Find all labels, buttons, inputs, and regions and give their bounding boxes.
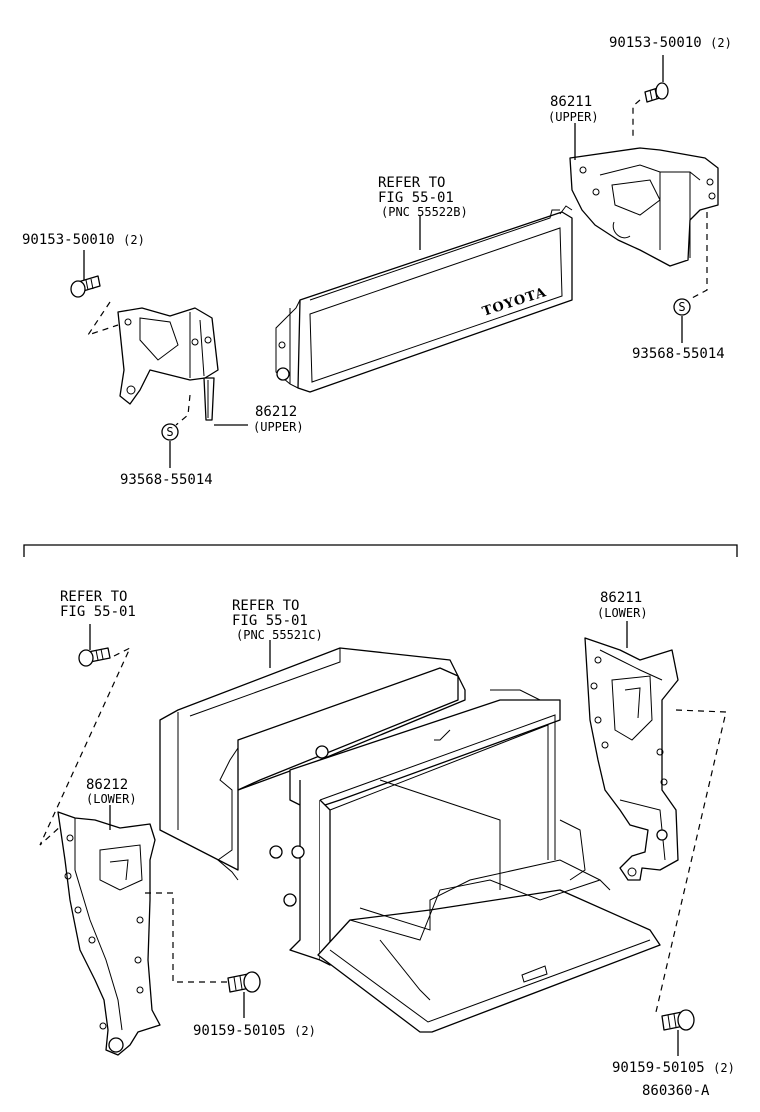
lower-left-bracket <box>57 811 161 1056</box>
upper-right-bracket-position: (UPPER) <box>548 110 599 124</box>
upper-panel: TOYOTA <box>275 205 573 393</box>
lower-left-bolt <box>78 624 111 667</box>
figure-code: 860360-A <box>642 1083 710 1099</box>
upper-left-nut-part-no: 93568-55014 <box>120 472 213 488</box>
upper-right-bracket-part-no: 86211 <box>550 94 592 110</box>
lower-left-screw <box>227 971 261 1018</box>
upper-right-nut-dash <box>691 212 708 299</box>
upper-left-bracket-part-no: 86212 <box>255 404 297 420</box>
lower-left-screw-label: 90159-50105 (2) <box>193 1023 316 1039</box>
upper-left-bolt <box>70 250 101 298</box>
lower-left-bracket-position: (LOWER) <box>86 792 137 806</box>
upper-left-nut: S <box>161 423 179 468</box>
lower-right-bracket <box>584 637 679 881</box>
upper-right-bracket <box>569 147 719 267</box>
lower-storage-box <box>159 647 661 1033</box>
lower-bolt-ref-line1: REFER TO <box>60 589 127 605</box>
lower-left-screw-dash <box>145 892 228 983</box>
upper-right-nut-symbol: S <box>678 300 685 314</box>
upper-left-nut-symbol: S <box>166 425 173 439</box>
upper-right-nut-part-no: 93568-55014 <box>632 346 725 362</box>
lower-box-ref-line1: REFER TO <box>232 598 299 614</box>
upper-left-bolt-label: 90153-50010 (2) <box>22 232 145 248</box>
lower-left-bracket-part-no: 86212 <box>86 777 128 793</box>
upper-panel-ref-line2: FIG 55-01 <box>378 190 454 206</box>
section-divider <box>23 544 738 557</box>
upper-right-bolt <box>644 55 669 103</box>
lower-right-bracket-position: (LOWER) <box>597 606 648 620</box>
lower-right-screw <box>661 1009 695 1056</box>
lower-bolt-ref-line2: FIG 55-01 <box>60 604 136 620</box>
upper-left-bolt-dash <box>86 301 119 337</box>
upper-left-bracket-position: (UPPER) <box>253 420 304 434</box>
upper-panel-ref-line3: (PNC 55522B) <box>381 205 468 219</box>
lower-box-ref-line3: (PNC 55521C) <box>236 628 323 642</box>
upper-left-nut-dash <box>175 394 191 426</box>
lower-box-ref-line2: FIG 55-01 <box>232 613 308 629</box>
upper-right-bolt-label: 90153-50010 (2) <box>609 35 732 51</box>
lower-right-bracket-part-no: 86211 <box>600 590 642 606</box>
lower-right-screw-dash <box>655 709 727 1013</box>
upper-right-bolt-dash <box>632 99 641 140</box>
upper-panel-ref-line1: REFER TO <box>378 175 445 191</box>
lower-left-bolt-dash <box>39 646 132 846</box>
upper-left-bracket <box>117 307 219 421</box>
lower-right-screw-label: 90159-50105 (2) <box>612 1060 735 1076</box>
upper-right-nut: S <box>673 298 691 343</box>
